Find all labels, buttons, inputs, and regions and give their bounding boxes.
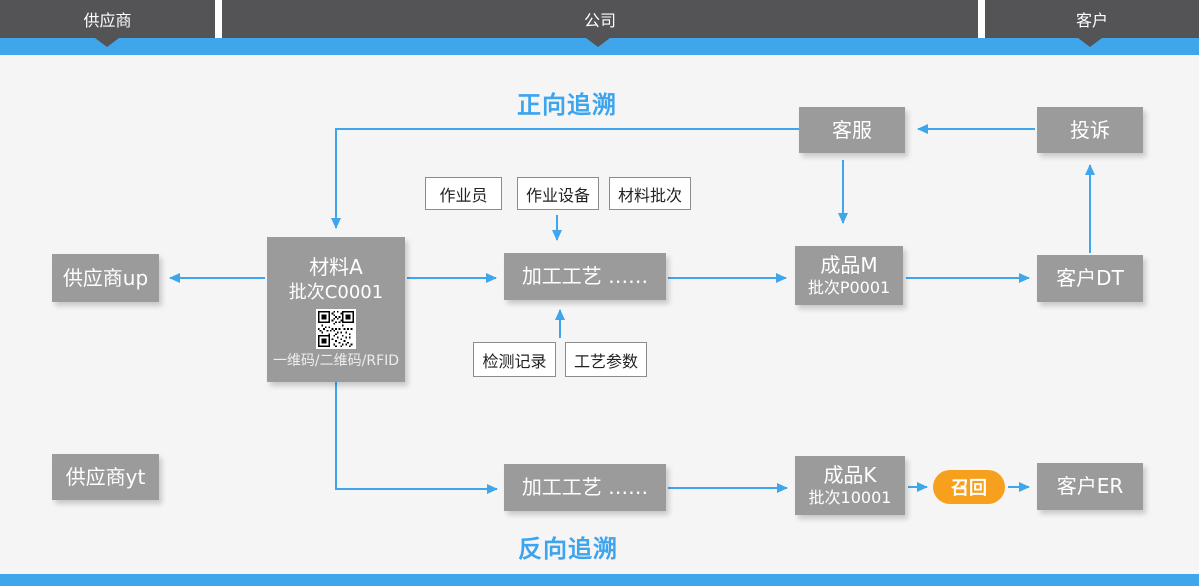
tag-equipment: 作业设备 xyxy=(517,177,599,210)
node-product-m: 成品M 批次P0001 xyxy=(795,246,903,305)
product-k-name: 成品K xyxy=(823,463,877,487)
bottom-blue-bar xyxy=(0,574,1199,586)
header-supplier-label: 供应商 xyxy=(83,11,132,30)
header-customer-label: 客户 xyxy=(1075,11,1108,30)
pointer-triangle-company xyxy=(586,38,610,47)
tag-operator-label: 作业员 xyxy=(439,185,488,205)
arrow-material-a-to-process-2 xyxy=(335,379,498,494)
tag-material-batch: 材料批次 xyxy=(609,177,691,210)
node-material-a: 材料A 批次C0001 一维码/二维码/RFID xyxy=(267,237,405,382)
node-process-1: 加工工艺 …… xyxy=(504,253,666,300)
node-customer-er: 客户ER xyxy=(1037,463,1143,510)
tag-equipment-label: 作业设备 xyxy=(525,185,590,205)
node-supplier-up: 供应商up xyxy=(52,254,159,302)
recall-label: 召回 xyxy=(951,478,987,499)
tag-process-params-label: 工艺参数 xyxy=(573,351,638,371)
product-m-name: 成品M xyxy=(820,253,878,277)
header-segment-supplier: 供应商 xyxy=(0,0,215,38)
product-k-batch: 批次10001 xyxy=(808,488,892,507)
material-a-batch: 批次C0001 xyxy=(288,281,384,303)
process-2-label: 加工工艺 …… xyxy=(521,475,649,499)
pointer-triangle-supplier xyxy=(95,38,119,47)
header-segment-company: 公司 xyxy=(222,0,978,38)
backward-trace-title: 反向追溯 xyxy=(518,535,618,563)
pointer-triangle-customer xyxy=(1078,38,1102,47)
material-a-name: 材料A xyxy=(309,254,363,279)
customer-dt-label: 客户DT xyxy=(1056,266,1124,290)
header-company-label: 公司 xyxy=(583,11,616,30)
supplier-yt-label: 供应商yt xyxy=(65,464,146,489)
supplier-up-label: 供应商up xyxy=(62,265,149,290)
complaint-label: 投诉 xyxy=(1070,117,1110,142)
tag-operator: 作业员 xyxy=(425,177,502,210)
node-process-2: 加工工艺 …… xyxy=(504,464,666,511)
tag-material-batch-label: 材料批次 xyxy=(617,185,682,205)
product-m-batch: 批次P0001 xyxy=(807,278,891,297)
node-recall-badge: 召回 xyxy=(933,470,1005,504)
node-customer-dt: 客户DT xyxy=(1037,255,1143,302)
material-a-caption: 一维码/二维码/RFID xyxy=(272,353,400,369)
customer-er-label: 客户ER xyxy=(1056,474,1124,498)
tag-process-params: 工艺参数 xyxy=(565,342,647,377)
node-customer-service: 客服 xyxy=(799,107,905,153)
node-complaint: 投诉 xyxy=(1037,107,1143,153)
header-segment-customer: 客户 xyxy=(985,0,1199,38)
arrow-service-to-material-a xyxy=(331,128,799,229)
tag-inspection-record: 检测记录 xyxy=(473,342,556,377)
forward-trace-title: 正向追溯 xyxy=(517,91,617,119)
node-product-k: 成品K 批次10001 xyxy=(795,456,905,515)
tag-inspection-label: 检测记录 xyxy=(482,351,547,371)
process-1-label: 加工工艺 …… xyxy=(521,264,649,288)
customer-service-label: 客服 xyxy=(832,117,872,142)
node-supplier-yt: 供应商yt xyxy=(52,454,159,500)
qr-code-icon xyxy=(316,309,356,349)
